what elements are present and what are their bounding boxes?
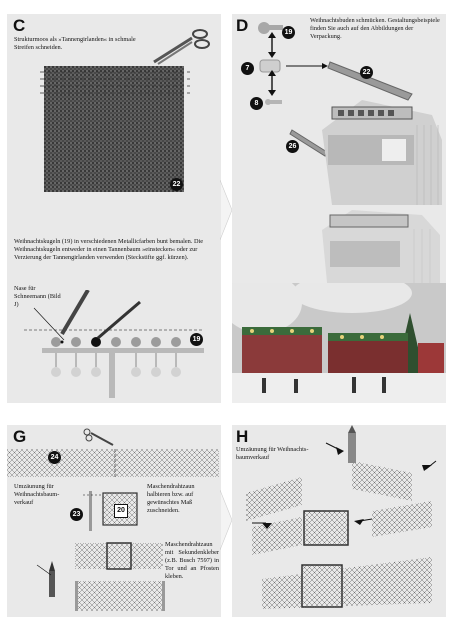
christmas-market-photo (232, 283, 446, 403)
part-number-badge-22-d: 22 (360, 66, 373, 79)
panel-letter-g: G (13, 427, 27, 446)
fence-enclosure-image (246, 425, 437, 609)
decorate-booths-instruction: Weihnachtsbuden schmücken. Gestaltungsbe… (310, 17, 440, 40)
part-number-badge-20: 20 (114, 504, 128, 518)
part-number-badge-19-d: 19 (282, 26, 295, 39)
part-number-badge-22: 22 (170, 178, 183, 191)
market-booth-image-2 (322, 210, 440, 293)
glue-fence-instruction: Maschendrahtzaun mit Sekundenkle­ber (z.… (165, 541, 219, 580)
panel-letter-d: D (236, 16, 249, 35)
market-booth-image-1 (322, 100, 442, 205)
arrow-g-to-h-icon (220, 490, 233, 550)
cut-moss-instruction: Strukturmoos als »Tannengirlanden« in sc… (14, 36, 136, 51)
booth-parts-assembly-image (258, 22, 413, 157)
part-number-badge-19-c: 19 (190, 333, 203, 346)
panel-letter-c: C (13, 16, 26, 35)
panel-letter-h: H (236, 427, 249, 446)
moss-mat-image (40, 66, 190, 192)
wire-mesh-fence-image (7, 428, 219, 611)
scissors-icon (153, 29, 210, 65)
fence-sale-caption-g: Umzäunung für Weihnachtsbaum­verkauf (14, 483, 60, 506)
christmas-balls-sprue-image (24, 290, 204, 398)
part-number-badge-8: 8 (250, 97, 263, 110)
paint-balls-instruction: Weihnachtskugeln (19) in verschiedenen M… (14, 238, 204, 261)
arrow-c-to-d-icon (220, 180, 233, 240)
part-number-badge-24: 24 (48, 451, 61, 464)
part-number-badge-23: 23 (70, 508, 83, 521)
snowman-nose-note: Nase für Schneemann (Bild J) (14, 285, 61, 308)
halve-fence-instruction: Maschendrahtzaun halbieren bzw. auf gewü… (147, 483, 195, 514)
part-number-badge-7: 7 (241, 62, 254, 75)
fence-sale-caption-h: Umzäunung für Weihnachts­baumverkauf (236, 446, 309, 461)
part-number-badge-26: 26 (286, 140, 299, 153)
